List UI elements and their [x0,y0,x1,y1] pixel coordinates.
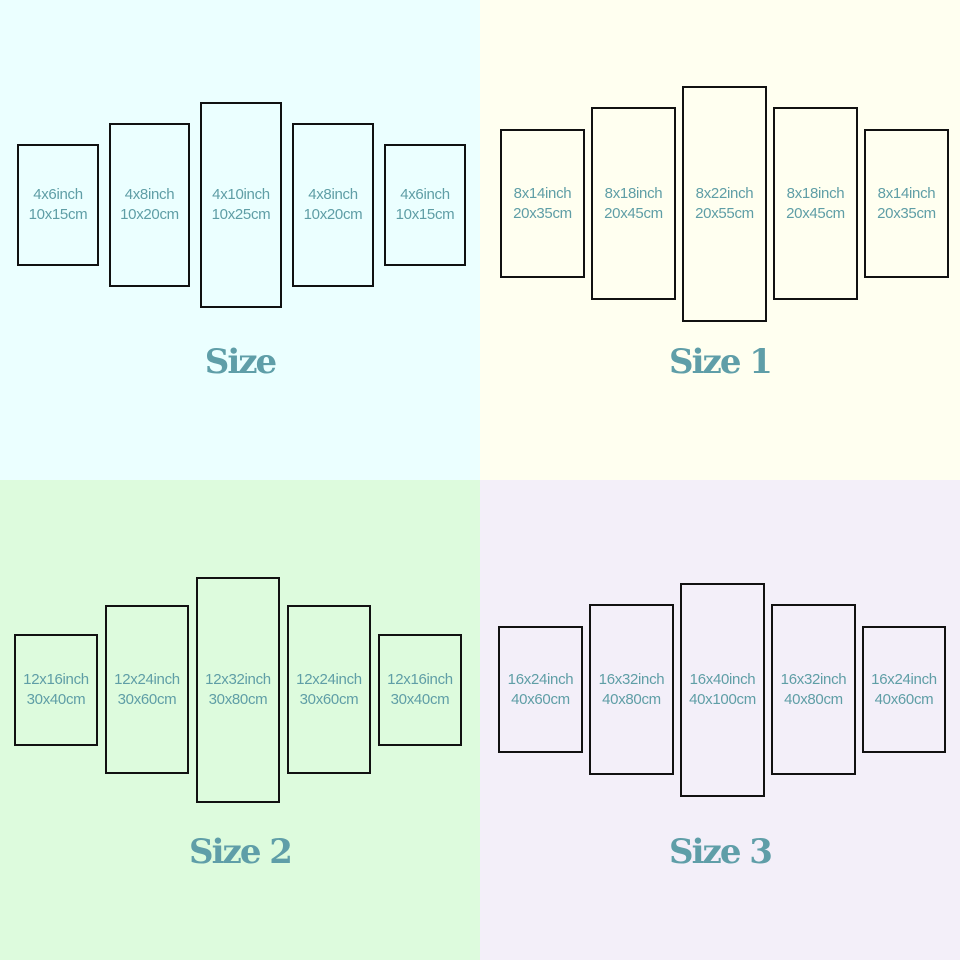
panel-size-inch: 4x10inch [212,186,270,203]
panel-size-cm: 40x60cm [511,690,570,708]
canvas-panel: 16x40inch 40x100cm [680,583,765,797]
panel-size-cm: 30x40cm [390,691,450,708]
canvas-panel: 12x24inch 30x60cm [105,605,189,774]
panel-size-cm: 40x80cm [602,690,661,708]
panel-size-inch: 4x8inch [124,186,175,203]
panel-size-inch: 12x16inch [387,671,453,688]
panel-size-inch: 16x24inch [871,670,937,688]
panel-size-inch: 12x16inch [23,671,89,688]
canvas-panel: 12x16inch 30x40cm [14,634,98,746]
canvas-panel: 16x24inch 40x60cm [862,626,946,753]
panel-size-cm: 40x80cm [784,690,843,708]
panel-size-inch: 16x32inch [598,670,665,688]
panel-size-inch: 16x40inch [689,671,756,688]
panel-size-cm: 20x35cm [877,204,936,222]
panel-size-cm: 20x45cm [786,204,845,222]
panel-size-inch: 12x24inch [296,670,362,688]
panel-size-inch: 4x6inch [400,186,450,203]
panel-size-cm: 30x60cm [299,690,359,708]
canvas-panel: 8x22inch 20x55cm [682,86,767,322]
panel-size-cm: 10x25cm [211,206,271,223]
panel-size-cm: 30x40cm [26,691,86,708]
panel-size-inch: 8x18inch [786,184,845,202]
panel-size-inch: 4x6inch [33,186,83,203]
canvas-panel: 8x18inch 20x45cm [591,107,676,300]
panel-size-cm: 10x15cm [395,206,455,223]
canvas-panel: 16x24inch 40x60cm [498,626,583,753]
size-quadrant: 8x14inch 20x35cm 8x18inch 20x45cm 8x22inch 20… [480,0,960,480]
panel-size-cm: 30x60cm [117,690,177,708]
panel-size-inch: 8x22inch [695,185,754,202]
canvas-panel: 4x6inch 10x15cm [17,144,99,266]
panel-size-cm: 10x15cm [28,206,88,223]
panel-size-cm: 40x100cm [689,691,756,708]
canvas-panel: 16x32inch 40x80cm [589,604,674,775]
panel-size-cm: 20x55cm [695,205,754,222]
panel-size-inch: 16x32inch [780,670,847,688]
canvas-panel: 12x32inch 30x80cm [196,577,280,803]
canvas-panel: 8x18inch 20x45cm [773,107,858,300]
size-title: Size [204,342,277,382]
panel-size-inch: 16x24inch [507,670,574,688]
panel-size-cm: 20x35cm [513,204,572,222]
size-title: Size 2 [189,832,293,872]
canvas-panel: 4x8inch 10x20cm [109,123,190,287]
size-title: Size 1 [669,342,773,382]
panel-size-cm: 30x80cm [208,691,268,708]
panel-size-inch: 8x18inch [604,184,663,202]
canvas-panel: 12x16inch 30x40cm [378,634,462,746]
panel-size-cm: 20x45cm [604,204,663,222]
size-quadrant: 16x24inch 40x60cm 16x32inch 40x80cm 16x40inc… [480,480,960,960]
panel-size-inch: 4x8inch [308,186,358,203]
panel-size-inch: 8x14inch [513,184,572,202]
panel-size-cm: 10x20cm [120,206,179,223]
panel-size-cm: 40x60cm [874,690,934,708]
size-title: Size 3 [669,832,773,872]
canvas-panel: 12x24inch 30x60cm [287,605,371,774]
canvas-panel: 4x6inch 10x15cm [384,144,466,266]
panel-size-inch: 12x24inch [114,670,180,688]
canvas-panel: 8x14inch 20x35cm [864,129,949,278]
canvas-panel: 4x8inch 10x20cm [292,123,374,287]
canvas-panel: 4x10inch 10x25cm [200,102,282,308]
canvas-panel: 8x14inch 20x35cm [500,129,585,278]
panel-size-inch: 8x14inch [877,184,936,202]
panel-size-inch: 12x32inch [205,671,271,688]
canvas-panel: 16x32inch 40x80cm [771,604,856,775]
panel-size-cm: 10x20cm [303,206,363,223]
size-quadrant: 12x16inch 30x40cm 12x24inch 30x60cm 12x32inc… [0,480,480,960]
size-quadrant: 4x6inch 10x15cm 4x8inch 10x20cm 4x10inch 10x2… [0,0,480,480]
